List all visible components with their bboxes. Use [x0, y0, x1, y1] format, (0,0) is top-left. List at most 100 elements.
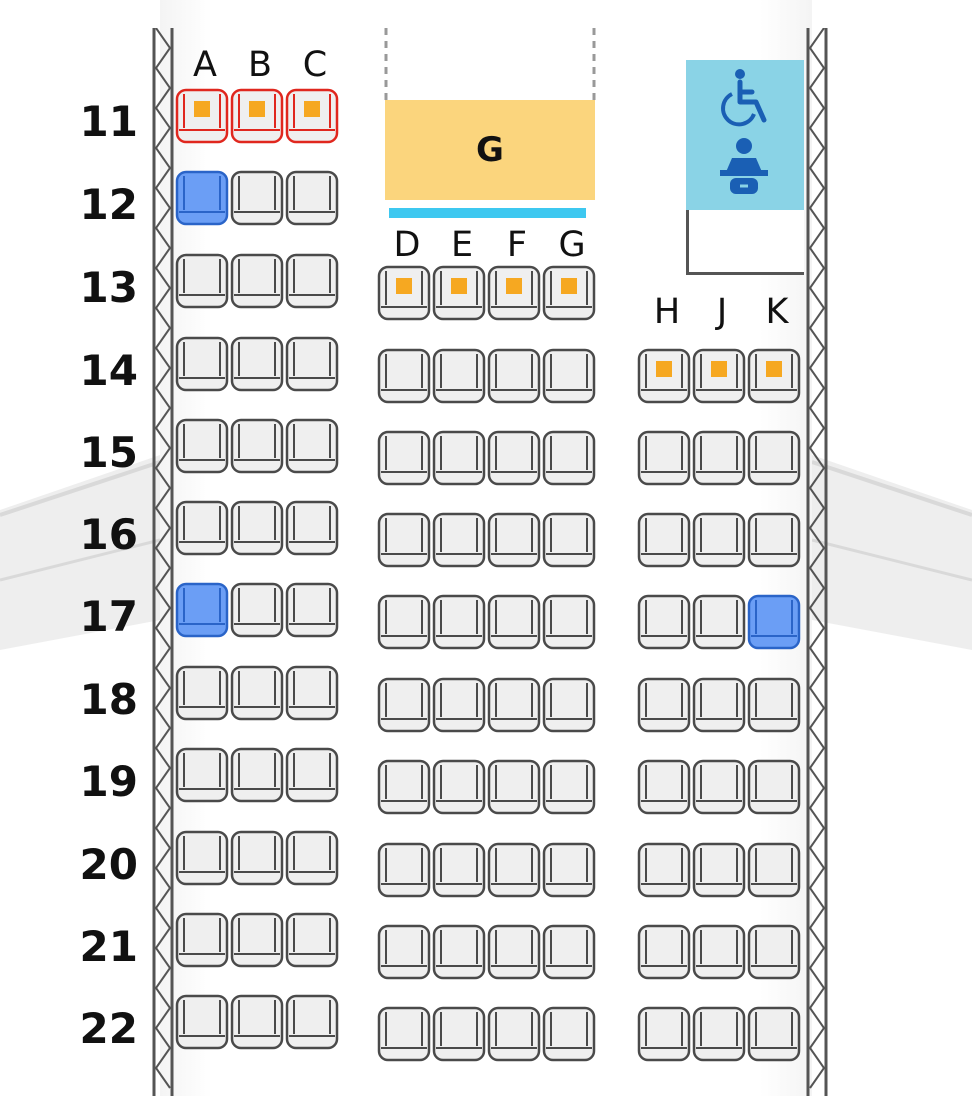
seat-16e[interactable] [432, 512, 486, 568]
seat-19d[interactable] [377, 759, 431, 815]
seat-21h[interactable] [637, 924, 691, 980]
seat-21f[interactable] [487, 924, 541, 980]
seat-14c[interactable] [285, 336, 339, 392]
seat-14d[interactable] [377, 348, 431, 404]
seat-15e[interactable] [432, 430, 486, 486]
seat-20h[interactable] [637, 842, 691, 898]
seat-13f[interactable] [487, 265, 541, 321]
seat-15f[interactable] [487, 430, 541, 486]
seat-13g[interactable] [542, 265, 596, 321]
seat-19f[interactable] [487, 759, 541, 815]
seat-15a[interactable] [175, 418, 229, 474]
seat-20c[interactable] [285, 830, 339, 886]
seat-21j[interactable] [692, 924, 746, 980]
seat-20b[interactable] [230, 830, 284, 886]
seat-12c[interactable] [285, 170, 339, 226]
seat-20a[interactable] [175, 830, 229, 886]
seat-16j[interactable] [692, 512, 746, 568]
seat-20g[interactable] [542, 842, 596, 898]
seat-17j[interactable] [692, 594, 746, 650]
seat-21d[interactable] [377, 924, 431, 980]
seat-17g[interactable] [542, 594, 596, 650]
seat-16f[interactable] [487, 512, 541, 568]
seat-12a[interactable] [175, 170, 229, 226]
seat-21g[interactable] [542, 924, 596, 980]
seat-15g[interactable] [542, 430, 596, 486]
seat-22c[interactable] [285, 994, 339, 1050]
seat-14k[interactable] [747, 348, 801, 404]
seat-17k[interactable] [747, 594, 801, 650]
seat-14a[interactable] [175, 336, 229, 392]
seat-13d[interactable] [377, 265, 431, 321]
seat-18b[interactable] [230, 665, 284, 721]
seat-17b[interactable] [230, 582, 284, 638]
seat-16d[interactable] [377, 512, 431, 568]
seat-19k[interactable] [747, 759, 801, 815]
seat-22g[interactable] [542, 1006, 596, 1062]
seat-14e[interactable] [432, 348, 486, 404]
seat-18e[interactable] [432, 677, 486, 733]
seat-12b[interactable] [230, 170, 284, 226]
seat-16k[interactable] [747, 512, 801, 568]
seat-15j[interactable] [692, 430, 746, 486]
seat-11b[interactable] [230, 88, 284, 144]
seat-17e[interactable] [432, 594, 486, 650]
seat-20k[interactable] [747, 842, 801, 898]
seat-13e[interactable] [432, 265, 486, 321]
seat-14h[interactable] [637, 348, 691, 404]
seat-17c[interactable] [285, 582, 339, 638]
seat-18c[interactable] [285, 665, 339, 721]
seat-14b[interactable] [230, 336, 284, 392]
seat-11a[interactable] [175, 88, 229, 144]
seat-19g[interactable] [542, 759, 596, 815]
seat-18f[interactable] [487, 677, 541, 733]
seat-15d[interactable] [377, 430, 431, 486]
seat-19c[interactable] [285, 747, 339, 803]
seat-13c[interactable] [285, 253, 339, 309]
seat-22k[interactable] [747, 1006, 801, 1062]
seat-22e[interactable] [432, 1006, 486, 1062]
seat-22a[interactable] [175, 994, 229, 1050]
seat-17d[interactable] [377, 594, 431, 650]
seat-17f[interactable] [487, 594, 541, 650]
seat-21b[interactable] [230, 912, 284, 968]
seat-15k[interactable] [747, 430, 801, 486]
seat-20e[interactable] [432, 842, 486, 898]
seat-22h[interactable] [637, 1006, 691, 1062]
seat-20f[interactable] [487, 842, 541, 898]
seat-16b[interactable] [230, 500, 284, 556]
seat-15h[interactable] [637, 430, 691, 486]
seat-18d[interactable] [377, 677, 431, 733]
seat-20j[interactable] [692, 842, 746, 898]
seat-21c[interactable] [285, 912, 339, 968]
seat-19j[interactable] [692, 759, 746, 815]
seat-21e[interactable] [432, 924, 486, 980]
seat-11c[interactable] [285, 88, 339, 144]
seat-13a[interactable] [175, 253, 229, 309]
seat-18k[interactable] [747, 677, 801, 733]
seat-14j[interactable] [692, 348, 746, 404]
seat-19e[interactable] [432, 759, 486, 815]
seat-22d[interactable] [377, 1006, 431, 1062]
seat-17h[interactable] [637, 594, 691, 650]
seat-19a[interactable] [175, 747, 229, 803]
seat-20d[interactable] [377, 842, 431, 898]
seat-16h[interactable] [637, 512, 691, 568]
seat-18j[interactable] [692, 677, 746, 733]
seat-16a[interactable] [175, 500, 229, 556]
seat-16c[interactable] [285, 500, 339, 556]
seat-21k[interactable] [747, 924, 801, 980]
seat-18h[interactable] [637, 677, 691, 733]
seat-15b[interactable] [230, 418, 284, 474]
seat-19h[interactable] [637, 759, 691, 815]
seat-21a[interactable] [175, 912, 229, 968]
seat-19b[interactable] [230, 747, 284, 803]
seat-22f[interactable] [487, 1006, 541, 1062]
seat-14f[interactable] [487, 348, 541, 404]
seat-18a[interactable] [175, 665, 229, 721]
seat-22j[interactable] [692, 1006, 746, 1062]
seat-18g[interactable] [542, 677, 596, 733]
seat-22b[interactable] [230, 994, 284, 1050]
seat-15c[interactable] [285, 418, 339, 474]
seat-16g[interactable] [542, 512, 596, 568]
